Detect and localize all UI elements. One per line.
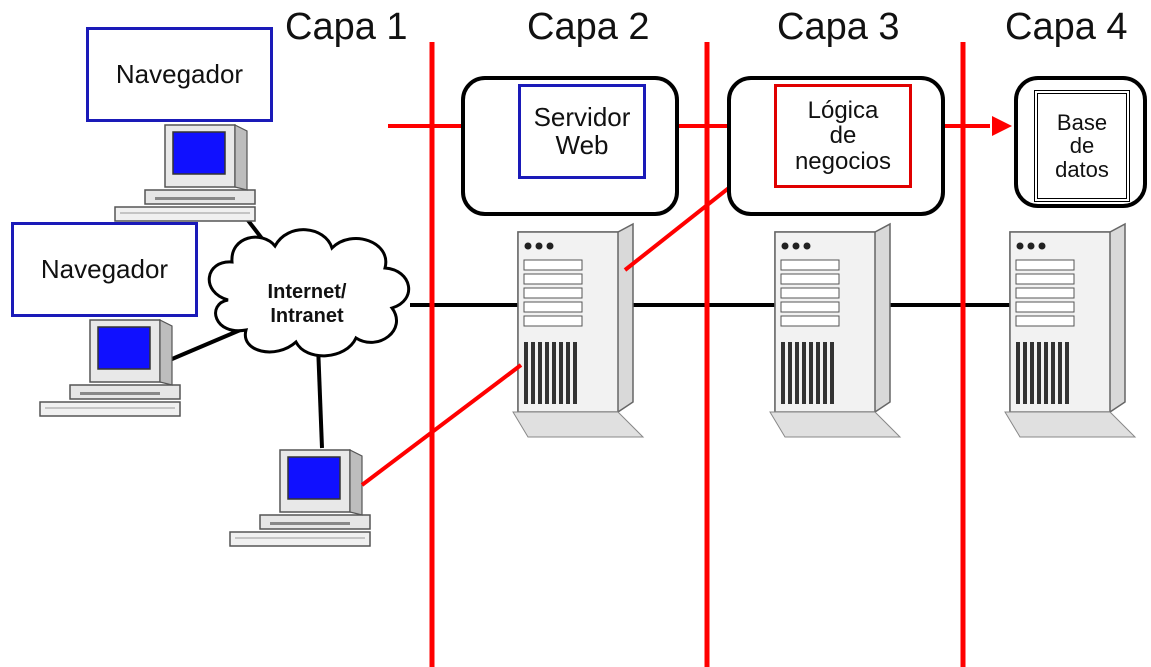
business-logic-line3: negocios	[794, 147, 892, 175]
cloud-icon	[207, 228, 411, 358]
computer-icon	[114, 124, 256, 222]
database-box: Base de datos	[1034, 90, 1130, 202]
network-label-line1: Internet/	[267, 281, 347, 303]
business-logic-box: Lógica de negocios	[774, 84, 912, 188]
logic-server-icon	[769, 223, 901, 438]
database-server-icon	[1004, 223, 1136, 438]
web-server-icon	[512, 223, 644, 438]
database-line2: de	[1069, 133, 1095, 159]
layer-1-label: Capa 1	[285, 6, 408, 48]
flow-client-to-server-line	[360, 363, 523, 487]
business-logic-line2: de	[829, 122, 857, 150]
web-server-line2: Web	[555, 129, 609, 160]
arrowhead-icon	[992, 116, 1012, 136]
web-server-line1: Servidor	[533, 102, 631, 133]
database-line1: Base	[1056, 110, 1108, 136]
network-cloud-label: Internet/ Intranet	[252, 280, 362, 328]
computer-icon	[39, 319, 181, 417]
browser-box: Navegador	[86, 27, 273, 122]
database-line3: datos	[1055, 156, 1109, 182]
layer-3-label: Capa 3	[777, 6, 900, 48]
business-logic-line1: Lógica	[807, 97, 879, 125]
browser-box: Navegador	[11, 222, 198, 317]
link-browser3-cloud	[316, 344, 324, 449]
link-browser2-cloud	[164, 326, 246, 364]
computer-icon	[229, 449, 371, 547]
layer-4-label: Capa 4	[1005, 6, 1128, 48]
network-label-line2: Intranet	[270, 305, 344, 327]
layer-2-label: Capa 2	[527, 6, 650, 48]
web-server-box: Servidor Web	[518, 84, 646, 179]
